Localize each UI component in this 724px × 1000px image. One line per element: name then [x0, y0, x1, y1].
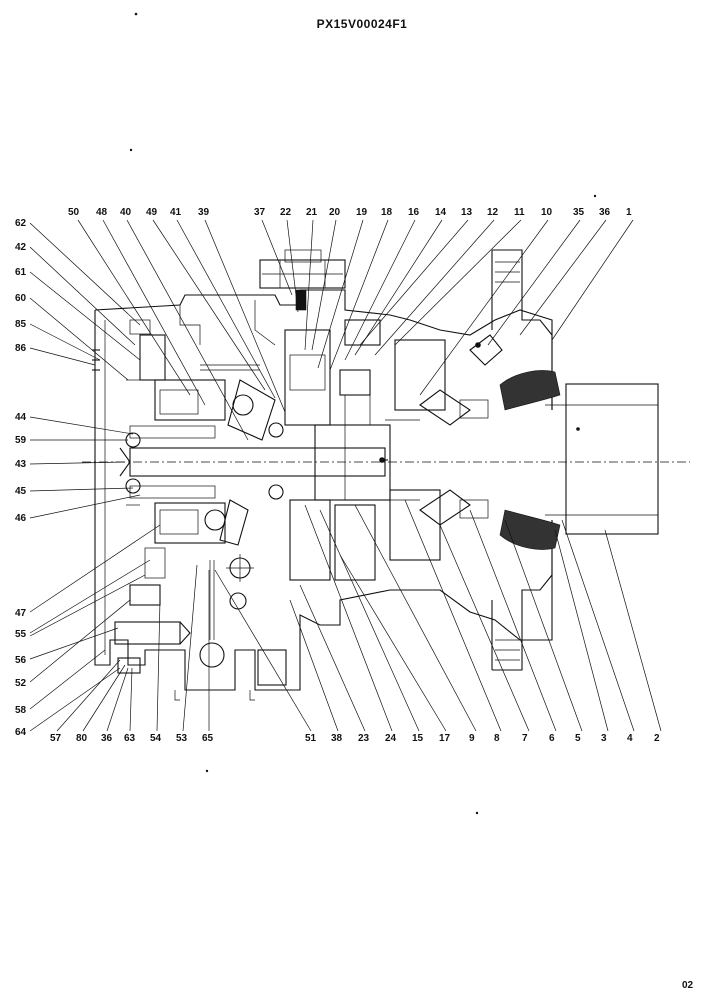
callout-top: 1 — [626, 207, 632, 218]
callout-top: 16 — [408, 207, 420, 218]
callout-left: 85 — [15, 319, 27, 330]
callout-bottom: 63 — [124, 733, 136, 744]
callout-bottom: 65 — [202, 733, 214, 744]
drawing-code: PX15V00024F1 — [316, 17, 408, 31]
callouts-bottom: 57 80 36 63 54 53 65 51 38 23 24 15 17 9… — [50, 733, 660, 744]
callout-top: 12 — [487, 207, 499, 218]
callout-left: 64 — [15, 727, 27, 738]
scan-specks — [129, 12, 597, 815]
callout-top: 21 — [306, 207, 318, 218]
callout-top: 37 — [254, 207, 266, 218]
callout-top: 35 — [573, 207, 585, 218]
callout-bottom: 6 — [549, 733, 555, 744]
callout-bottom: 53 — [176, 733, 188, 744]
output-shaft — [545, 383, 659, 535]
callout-bottom: 36 — [101, 733, 113, 744]
callout-left: 58 — [15, 705, 27, 716]
callout-bottom: 80 — [76, 733, 88, 744]
callout-left: 61 — [15, 267, 27, 278]
callout-top: 39 — [198, 207, 210, 218]
ports — [199, 554, 287, 686]
callout-top: 40 — [120, 207, 132, 218]
callout-left: 43 — [15, 459, 27, 470]
callout-left: 52 — [15, 678, 27, 689]
oil-seal — [499, 370, 561, 550]
callout-bottom: 5 — [575, 733, 581, 744]
callout-top: 18 — [381, 207, 393, 218]
callout-bottom: 24 — [385, 733, 397, 744]
callout-left: 55 — [15, 629, 27, 640]
gear-section — [284, 319, 446, 581]
callout-left: 59 — [15, 435, 27, 446]
callout-top: 13 — [461, 207, 473, 218]
callout-left: 62 — [15, 218, 27, 229]
callout-left: 42 — [15, 242, 27, 253]
callout-top: 10 — [541, 207, 553, 218]
callout-left: 86 — [15, 343, 27, 354]
mounting-flange — [491, 249, 553, 671]
leader-lines-bottom — [56, 499, 662, 732]
callout-top: 20 — [329, 207, 341, 218]
callouts-top: 50 48 40 49 41 39 37 22 21 20 19 18 16 1… — [68, 207, 632, 218]
callout-bottom: 17 — [439, 733, 451, 744]
callout-top: 48 — [96, 207, 108, 218]
callout-top: 14 — [435, 207, 447, 218]
callout-top: 49 — [146, 207, 158, 218]
callout-top: 11 — [514, 207, 525, 218]
callout-bottom: 38 — [331, 733, 343, 744]
leader-lines-left — [29, 222, 161, 732]
callout-left: 45 — [15, 486, 27, 497]
callouts-left: 62 42 61 60 85 86 44 59 43 45 46 47 55 5… — [15, 218, 27, 738]
top-valve-block — [259, 249, 346, 311]
leader-lines-top — [77, 219, 634, 441]
callout-left: 56 — [15, 655, 27, 666]
page-number: 02 — [682, 980, 694, 991]
callout-bottom: 15 — [412, 733, 424, 744]
callout-top: 22 — [280, 207, 292, 218]
callout-bottom: 9 — [469, 733, 475, 744]
callout-top: 50 — [68, 207, 80, 218]
callout-top: 19 — [356, 207, 368, 218]
callout-bottom: 4 — [627, 733, 633, 744]
callout-left: 46 — [15, 513, 27, 524]
callout-left: 60 — [15, 293, 27, 304]
callout-left: 47 — [15, 608, 27, 619]
callout-bottom: 23 — [358, 733, 370, 744]
callout-bottom: 54 — [150, 733, 162, 744]
callout-bottom: 2 — [654, 733, 660, 744]
callout-bottom: 51 — [305, 733, 317, 744]
callout-top: 41 — [170, 207, 182, 218]
end-cover — [92, 319, 191, 674]
callout-bottom: 57 — [50, 733, 62, 744]
drive-shaft — [119, 422, 391, 501]
cylinder-block — [154, 364, 276, 546]
callout-top: 36 — [599, 207, 611, 218]
brake-assembly — [419, 334, 503, 526]
callout-left: 44 — [15, 412, 27, 423]
callout-bottom: 3 — [601, 733, 607, 744]
callout-bottom: 7 — [522, 733, 528, 744]
callout-bottom: 8 — [494, 733, 500, 744]
